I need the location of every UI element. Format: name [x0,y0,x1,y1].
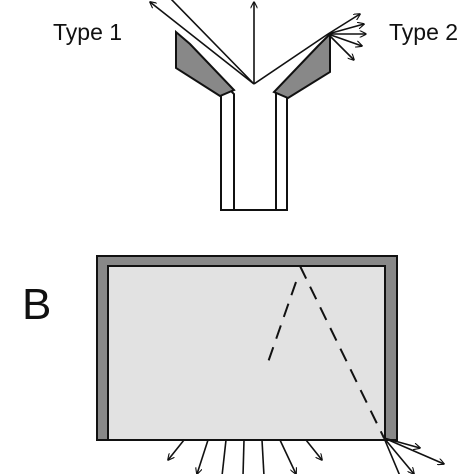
ray-out-3 [221,439,227,474]
ray-type2-a [327,14,360,35]
ray-type1-b [170,0,255,85]
y-guide [175,29,331,211]
ray-out-1 [168,439,185,460]
dashed-ray-right [299,265,385,439]
ray-type2-d [327,33,362,46]
y-guide-right-wall [272,31,331,100]
ray-out-2 [197,439,209,474]
rect-guide-dashed-ray [265,265,385,439]
ray-out-4 [242,439,245,474]
ray-out-6 [279,439,296,474]
ray-corner-2 [383,437,444,464]
y-guide-stem [220,94,288,211]
type2-label: Type 2 [389,19,459,45]
rect-guide-interior [107,265,386,441]
dashed-ray-left [265,281,297,369]
type1-label: Type 1 [53,19,123,45]
ray-corner-1 [383,437,420,448]
ray-corner-3 [383,437,414,474]
ray-type1-a [150,2,255,85]
y-guide-left-wall [175,29,236,98]
rect-guide-rays [168,437,444,474]
y-guide-rays [150,0,366,85]
ray-type2-e [327,33,354,60]
rect-guide [96,255,398,441]
ray-out-5 [261,439,265,474]
ray-to-right-wall [253,33,329,85]
ray-type2-b [327,24,364,35]
panel-b-label: B [22,280,52,329]
ray-out-7 [305,439,322,460]
ray-corner-4 [383,437,401,474]
